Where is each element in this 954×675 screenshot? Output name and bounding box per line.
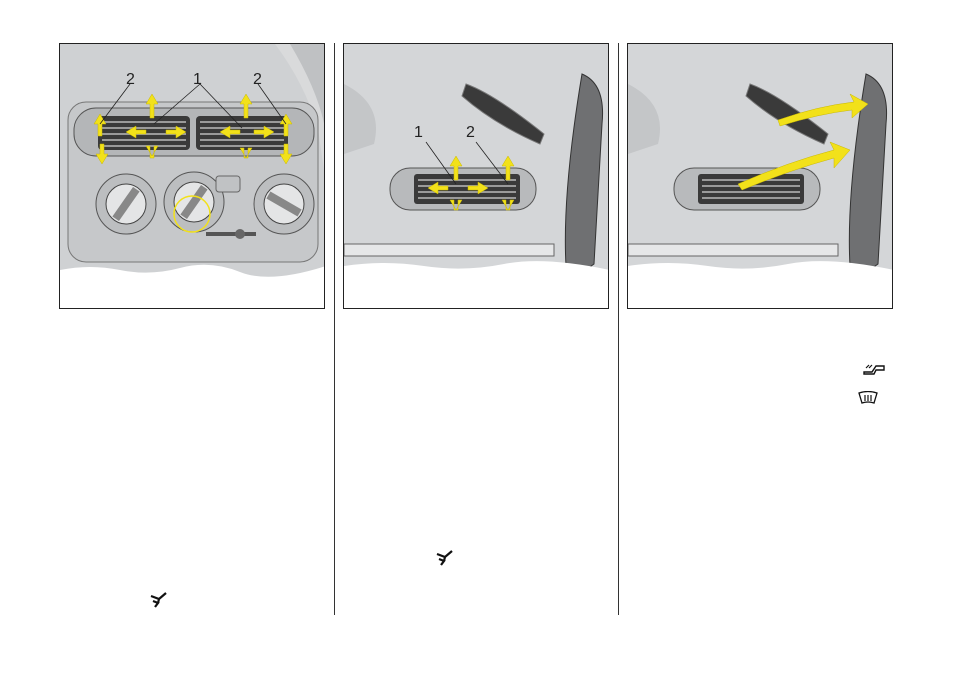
column-divider-2: [618, 43, 619, 615]
vent-airflow-icon-2: [436, 550, 454, 571]
figure-center-vents: 2 1 2: [59, 43, 325, 309]
windscreen-defrost-icon: [858, 391, 878, 410]
footwell-airflow-icon: [862, 362, 886, 381]
callout-2: 2: [466, 124, 475, 141]
figure-side-vent: 1 2: [343, 43, 609, 309]
callout-1: 1: [193, 71, 202, 88]
figure-airflow: [627, 43, 893, 309]
vent-airflow-icon: [150, 592, 168, 613]
callout-2-right: 2: [253, 71, 262, 88]
callout-2-left: 2: [126, 71, 135, 88]
column-divider-1: [334, 43, 335, 615]
callout-1: 1: [414, 124, 423, 141]
